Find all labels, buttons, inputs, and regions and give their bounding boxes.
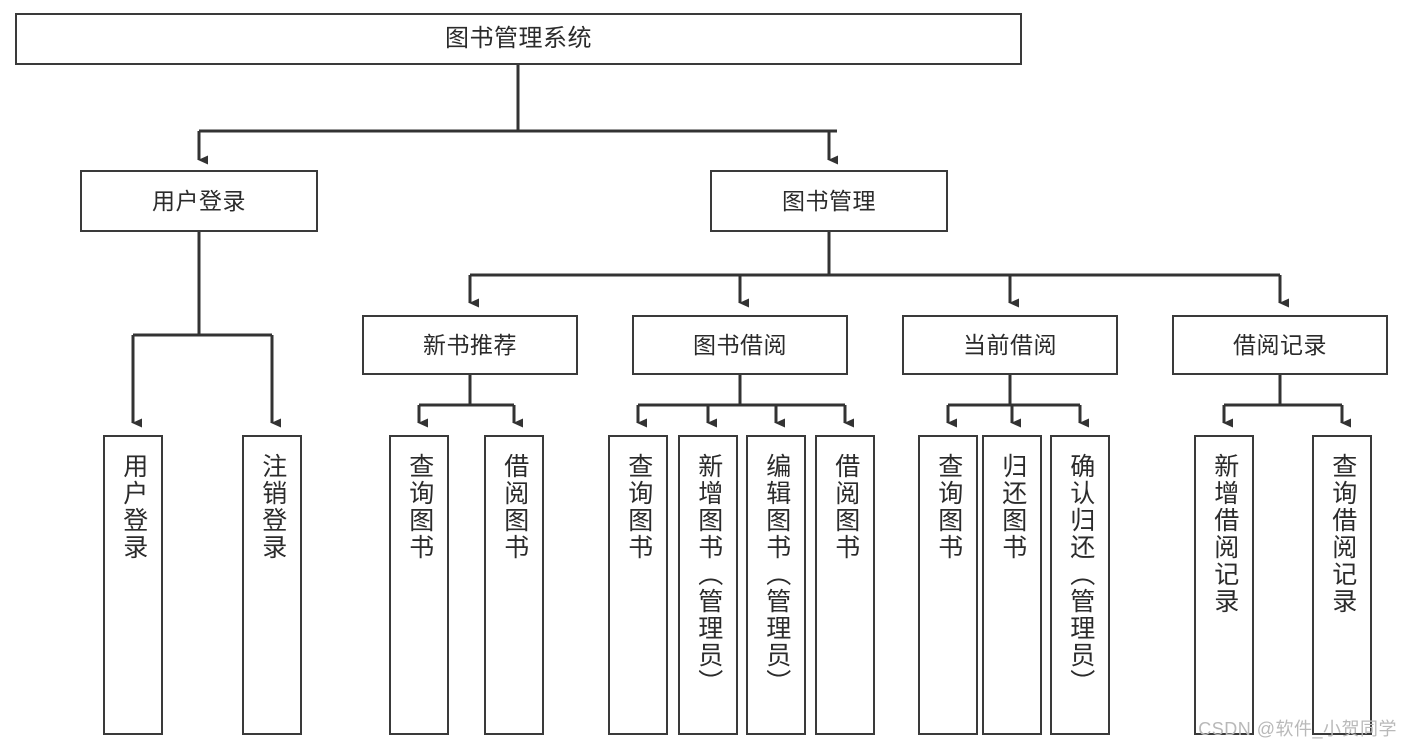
node-label: 用户登录	[152, 187, 246, 214]
node-label: 归还图书	[998, 453, 1027, 561]
leaf-user-login[interactable]: 用户登录	[103, 435, 163, 735]
node-label: 确认归还（管理员）	[1066, 453, 1095, 696]
node-label: 用户登录	[119, 453, 148, 561]
node-new-book-recommendation[interactable]: 新书推荐	[362, 315, 578, 375]
node-label: 图书管理	[782, 187, 876, 214]
node-label: 查询图书	[934, 453, 963, 561]
node-label: 查询借阅记录	[1328, 453, 1357, 615]
node-book-borrowing[interactable]: 图书借阅	[632, 315, 848, 375]
leaf-query-book-borrowing[interactable]: 查询图书	[608, 435, 668, 735]
leaf-edit-book-admin[interactable]: 编辑图书（管理员）	[746, 435, 806, 735]
leaf-logout[interactable]: 注销登录	[242, 435, 302, 735]
leaf-borrow-book-recommendation[interactable]: 借阅图书	[484, 435, 544, 735]
node-label: 新增图书（管理员）	[694, 453, 723, 696]
leaf-borrow-book-borrowing[interactable]: 借阅图书	[815, 435, 875, 735]
node-label: 查询图书	[624, 453, 653, 561]
node-label: 查询图书	[405, 453, 434, 561]
leaf-query-book-current[interactable]: 查询图书	[918, 435, 978, 735]
node-label: 借阅记录	[1233, 331, 1327, 358]
node-label: 图书借阅	[693, 331, 787, 358]
node-root-book-management-system[interactable]: 图书管理系统	[15, 13, 1022, 65]
node-label: 图书管理系统	[445, 25, 592, 53]
watermark: CSDN @软件_小贺同学	[1198, 719, 1397, 739]
leaf-query-borrow-record[interactable]: 查询借阅记录	[1312, 435, 1372, 735]
node-borrow-record[interactable]: 借阅记录	[1172, 315, 1388, 375]
leaf-add-borrow-record[interactable]: 新增借阅记录	[1194, 435, 1254, 735]
node-label: 借阅图书	[500, 453, 529, 561]
leaf-return-book[interactable]: 归还图书	[982, 435, 1042, 735]
node-label: 注销登录	[258, 453, 287, 561]
leaf-query-book-recommendation[interactable]: 查询图书	[389, 435, 449, 735]
node-book-management[interactable]: 图书管理	[710, 170, 948, 232]
node-label: 新书推荐	[423, 331, 517, 358]
node-current-borrowing[interactable]: 当前借阅	[902, 315, 1118, 375]
node-user-login[interactable]: 用户登录	[80, 170, 318, 232]
leaf-add-book-admin[interactable]: 新增图书（管理员）	[678, 435, 738, 735]
node-label: 编辑图书（管理员）	[762, 453, 791, 696]
leaf-confirm-return-admin[interactable]: 确认归还（管理员）	[1050, 435, 1110, 735]
node-label: 新增借阅记录	[1210, 453, 1239, 615]
node-label: 借阅图书	[831, 453, 860, 561]
node-label: 当前借阅	[963, 331, 1057, 358]
